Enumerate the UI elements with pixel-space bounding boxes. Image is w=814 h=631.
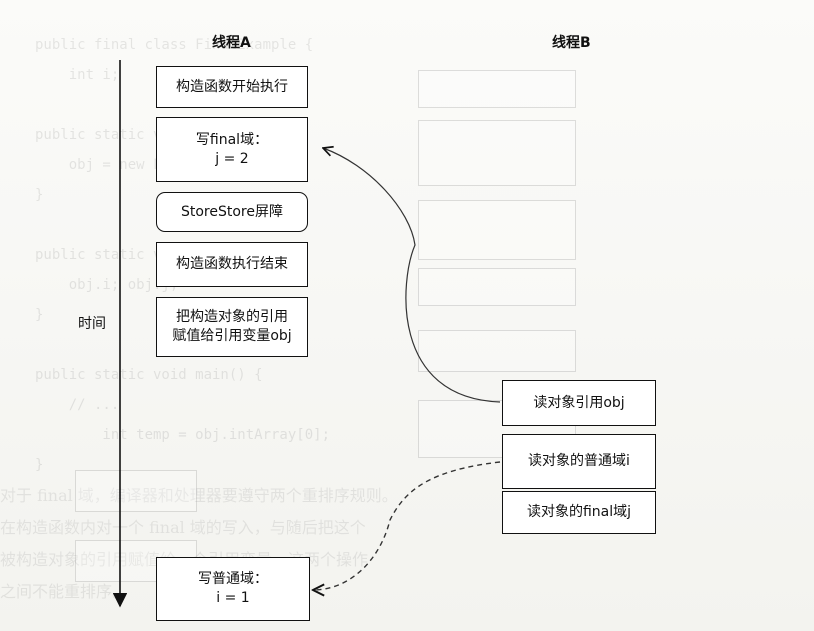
step-text: 写final域： [195, 131, 269, 148]
thread-a-title: 线程A [212, 35, 251, 51]
step-text: 读对象引用obj [533, 394, 625, 411]
step-storestore-barrier: StoreStore屏障 [156, 192, 308, 232]
bleed-through-box [418, 200, 576, 260]
step-text: 读对象的final域j [526, 504, 632, 520]
thread-b-title: 线程B [552, 35, 591, 51]
step-read-normal-field: 读对象的普通域i [502, 434, 656, 489]
step-write-final-field: 写final域： j = 2 [156, 117, 308, 182]
bleed-through-box [418, 330, 576, 372]
step-text: 构造函数开始执行 [176, 78, 288, 95]
step-text: 构造函数执行结束 [176, 256, 288, 272]
step-text: 赋值给引用变量obj [172, 328, 292, 344]
step-text: 把构造对象的引用 [176, 309, 288, 325]
read-j-dependency-arrow [323, 148, 501, 403]
step-write-normal-field: 写普通域： i = 1 [156, 557, 310, 621]
bleed-through-box [418, 268, 576, 306]
bleed-through-box [75, 470, 197, 512]
step-constructor-end: 构造函数执行结束 [156, 242, 308, 287]
step-assign-reference: 把构造对象的引用 赋值给引用变量obj [156, 297, 308, 357]
step-text: 写普通域： [198, 571, 268, 587]
bleed-through-box [418, 70, 576, 108]
read-i-reorder-arrow [313, 461, 501, 590]
step-read-final-field: 读对象的final域j [502, 491, 656, 534]
step-text: i = 1 [216, 590, 250, 606]
step-read-reference: 读对象引用obj [502, 380, 656, 426]
time-axis-label: 时间 [78, 316, 106, 332]
step-text: j = 2 [215, 150, 249, 167]
bleed-through-box [418, 120, 576, 186]
step-text: StoreStore屏障 [180, 203, 283, 220]
step-text: 读对象的普通域i [528, 453, 630, 469]
step-constructor-start: 构造函数开始执行 [156, 66, 308, 108]
